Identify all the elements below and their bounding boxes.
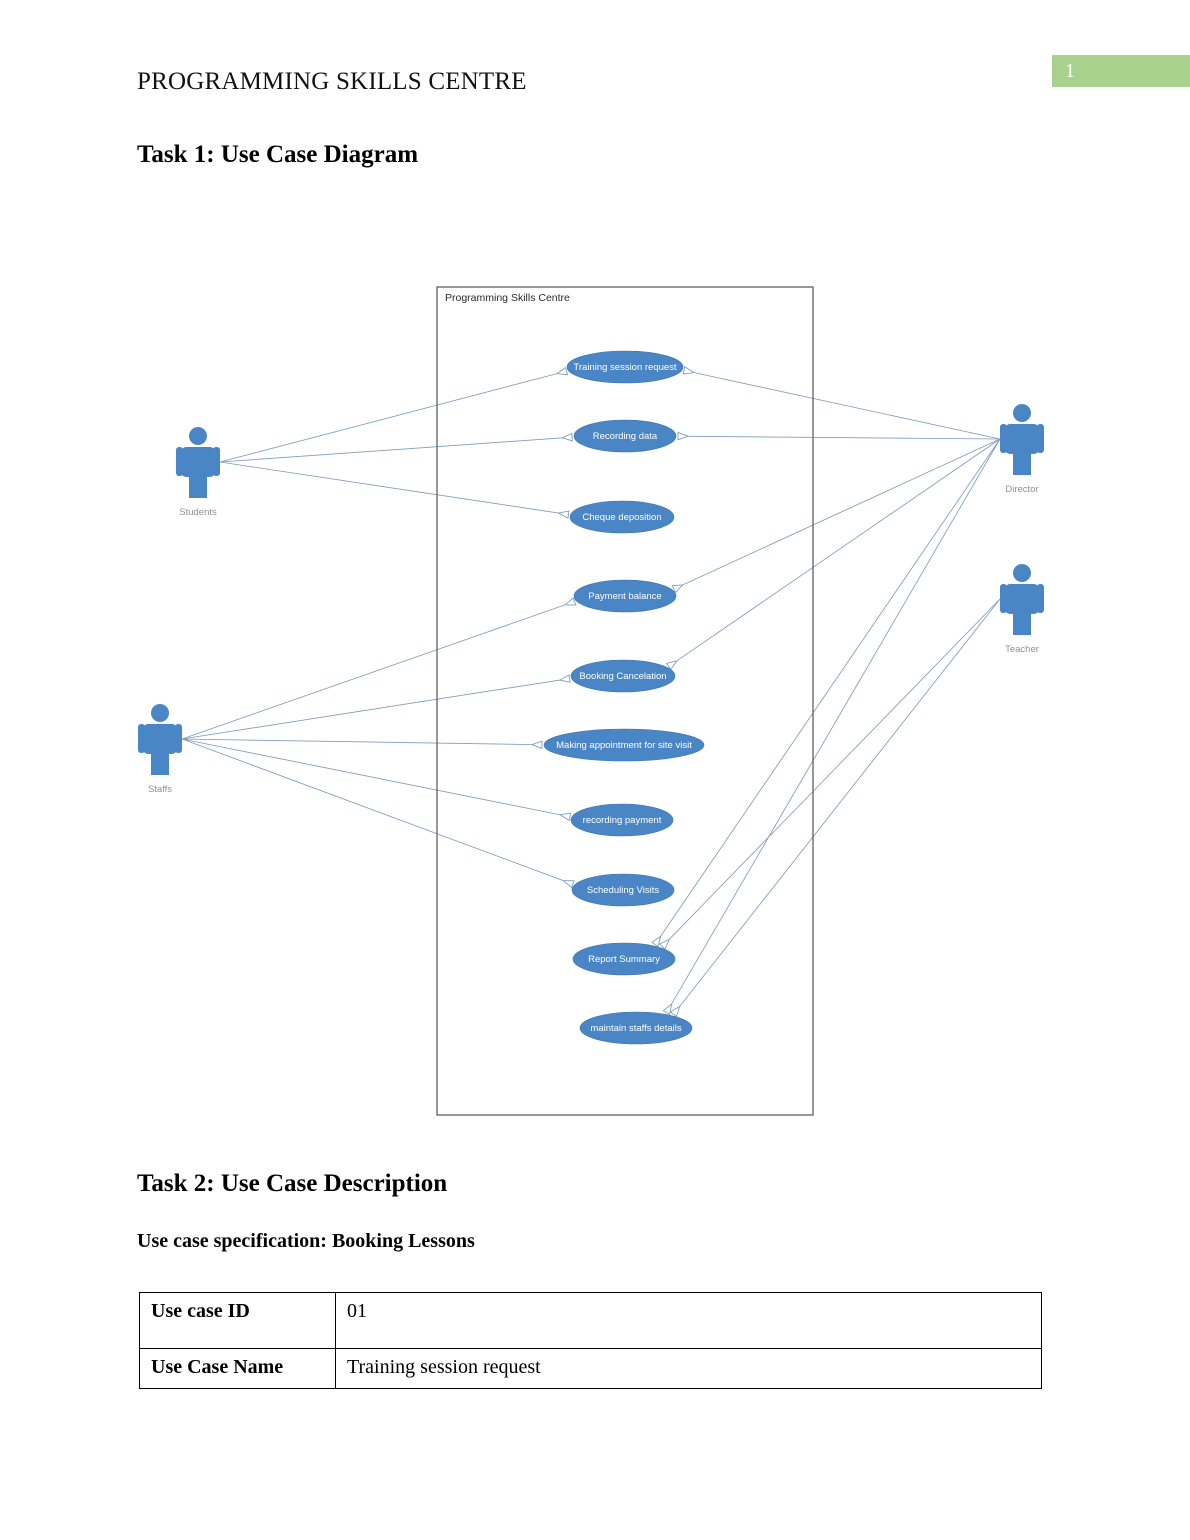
use-case-ellipse: Recording data xyxy=(573,419,677,453)
association-line xyxy=(678,436,1001,439)
use-case-ellipse: recording payment xyxy=(570,803,674,837)
association-line xyxy=(219,371,567,463)
actor-figure-teacher: Teacher xyxy=(1000,564,1044,655)
actor-legs xyxy=(1013,449,1031,475)
actor-head xyxy=(1013,564,1031,582)
page-number-badge: 1 xyxy=(1052,55,1190,87)
association-line xyxy=(684,370,1001,440)
use-case-ellipse: maintain staffs details xyxy=(579,1011,693,1045)
table-row: Use case ID 01 xyxy=(139,1292,1042,1349)
actor-torso xyxy=(181,447,215,477)
association-line xyxy=(674,438,1001,589)
association-line xyxy=(181,738,570,817)
system-boundary-box xyxy=(436,286,814,1116)
system-boundary-label: Programming Skills Centre xyxy=(445,292,570,304)
table-row: Use Case Name Training session request xyxy=(139,1348,1042,1389)
actor-figure-director: Director xyxy=(1000,404,1044,495)
actor-legs xyxy=(1013,609,1031,635)
use-case-specification-table: Use case ID 01 Use Case Name Training se… xyxy=(139,1292,1042,1389)
use-case-diagram-canvas: Programming Skills Centre Training sessi… xyxy=(138,286,1044,1116)
table-cell-key: Use case ID xyxy=(139,1292,336,1349)
use-case-label: recording payment xyxy=(583,815,662,826)
actor-legs xyxy=(151,749,169,775)
actor-arm-left xyxy=(176,447,183,476)
use-case-label: Training session request xyxy=(573,362,677,373)
actor-legs xyxy=(189,472,207,498)
use-case-label: maintain staffs details xyxy=(590,1023,681,1034)
actor-arm-right xyxy=(213,447,220,476)
association-lines xyxy=(181,370,1001,1014)
table-cell-value: 01 xyxy=(335,1292,1042,1349)
use-case-label: Recording data xyxy=(593,431,658,442)
actor-arm-right xyxy=(175,724,182,753)
actor-label: Staffs xyxy=(148,784,172,795)
actor-figure-staffs: Staffs xyxy=(138,704,182,795)
use-case-specification-subheading: Use case specification: Booking Lessons xyxy=(137,1230,475,1252)
table-cell-key: Use Case Name xyxy=(139,1348,336,1389)
task2-heading: Task 2: Use Case Description xyxy=(137,1170,448,1197)
use-case-ellipse: Making appointment for site visit xyxy=(543,728,705,762)
use-case-ellipse: Cheque deposition xyxy=(569,500,675,534)
association-line xyxy=(181,602,575,740)
association-line xyxy=(219,461,568,515)
use-case-ellipse: Training session request xyxy=(566,350,684,384)
association-line xyxy=(666,438,1001,1013)
actor-head xyxy=(151,704,169,722)
association-line xyxy=(181,679,570,740)
actor-head xyxy=(189,427,207,445)
use-case-label: Making appointment for site visit xyxy=(556,740,692,751)
use-case-ellipse: Report Summary xyxy=(572,942,676,976)
association-line xyxy=(181,738,542,745)
actor-head xyxy=(1013,404,1031,422)
association-line xyxy=(181,738,573,884)
use-case-ellipse: Booking Cancelation xyxy=(570,659,676,693)
association-line xyxy=(669,438,1001,666)
actor-label: Director xyxy=(1005,484,1038,495)
actor-arm-left xyxy=(1000,584,1007,613)
actor-torso xyxy=(143,724,177,754)
actor-torso xyxy=(1005,584,1039,614)
actor-arm-left xyxy=(138,724,145,753)
table-cell-value: Training session request xyxy=(335,1348,1042,1389)
task1-heading: Task 1: Use Case Diagram xyxy=(137,141,419,168)
actor-label: Students xyxy=(179,507,217,518)
use-case-label: Cheque deposition xyxy=(582,512,661,523)
actor-arm-right xyxy=(1037,424,1044,453)
use-case-label: Report Summary xyxy=(588,954,660,965)
actor-torso xyxy=(1005,424,1039,454)
document-header-title: PROGRAMMING SKILLS CENTRE xyxy=(137,68,527,95)
association-line xyxy=(655,438,1001,944)
use-case-diagram: Programming Skills Centre Training sessi… xyxy=(0,250,1190,1150)
use-case-label: Payment balance xyxy=(588,591,661,602)
use-case-label: Booking Cancelation xyxy=(579,671,666,682)
actor-arm-left xyxy=(1000,424,1007,453)
actor-arm-right xyxy=(1037,584,1044,613)
use-case-ellipse: Payment balance xyxy=(573,579,677,613)
association-line xyxy=(219,437,572,463)
use-case-ellipse: Scheduling Visits xyxy=(571,873,675,907)
association-line xyxy=(674,598,1001,1014)
actor-figure-students: Students xyxy=(176,427,220,518)
actor-label: Teacher xyxy=(1005,644,1039,655)
use-case-label: Scheduling Visits xyxy=(587,885,659,896)
association-line xyxy=(662,598,1001,947)
